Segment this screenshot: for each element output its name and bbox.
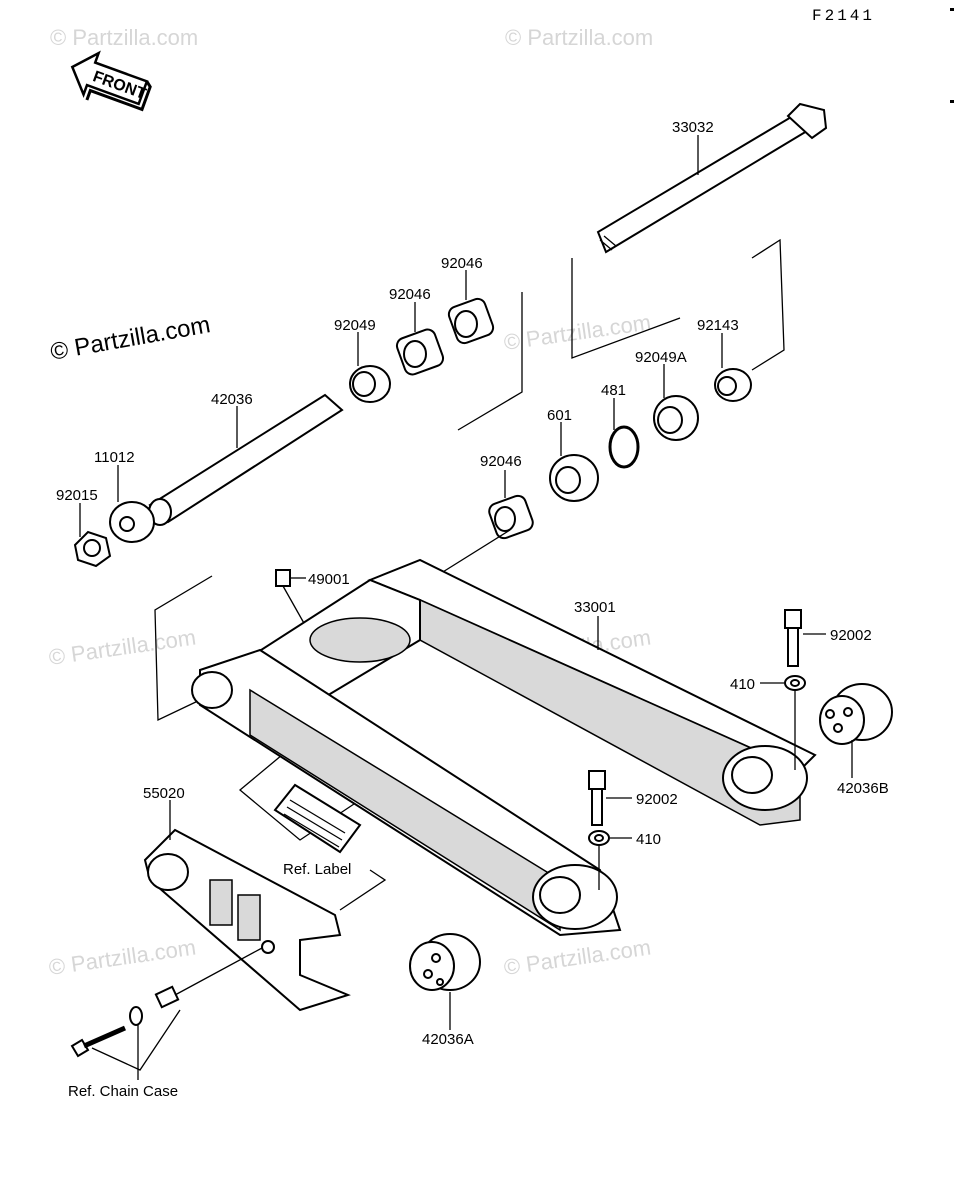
watermark: © Partzilla.com — [50, 25, 198, 50]
cap-42036A — [409, 933, 481, 991]
swing-arm-33001 — [191, 558, 817, 937]
bolt-92002-left — [588, 770, 606, 826]
washer-410-left — [588, 830, 610, 890]
grease-nipple-49001 — [275, 569, 306, 626]
label-42036: 42036 — [211, 391, 253, 408]
watermark: © Partzilla.com — [502, 310, 652, 355]
label-33032: 33032 — [672, 119, 714, 136]
bearing-92046-lower — [488, 494, 534, 540]
ref-label-plate — [273, 783, 362, 854]
assembly-guide-lines — [154, 238, 785, 911]
axle-shaft-33032 — [596, 102, 828, 254]
sleeve-42036 — [148, 393, 344, 526]
label-42036B: 42036B — [837, 780, 889, 797]
label-92046-c: 92046 — [480, 453, 522, 470]
label-410-b: 410 — [636, 831, 661, 848]
label-42036A: 42036A — [422, 1031, 474, 1048]
cap-42036B — [819, 683, 893, 745]
watermark: © Partzilla.com — [505, 25, 653, 50]
label-11012: 11012 — [94, 449, 135, 466]
chain-case-hardware — [70, 947, 263, 1080]
watermark: © Partzilla.com — [47, 935, 197, 980]
label-92046-a: 92046 — [441, 255, 483, 272]
leader-lines — [79, 135, 853, 1030]
watermark-main: © Partzilla.com — [48, 311, 212, 366]
label-92002-a: 92002 — [830, 627, 872, 644]
watermark: © Partzilla.com — [47, 625, 197, 670]
collar-92143 — [714, 368, 752, 402]
figure-id: F2141 — [812, 7, 875, 25]
watermark: © Partzilla.com — [502, 935, 652, 980]
snap-ring-481 — [608, 425, 640, 469]
part-labels: 33032 92046 92046 92049 92143 92049A 481… — [56, 119, 889, 1100]
bearing-601 — [549, 454, 599, 502]
label-92049A: 92049A — [635, 349, 687, 366]
corner-mark — [950, 100, 954, 103]
label-92143: 92143 — [697, 317, 739, 334]
label-ref-chain-case: Ref. Chain Case — [68, 1083, 178, 1100]
corner-mark — [950, 8, 954, 11]
seal-92049 — [349, 365, 391, 403]
collar-11012 — [109, 501, 155, 543]
front-arrow-icon: FRONT — [70, 50, 152, 112]
bearing-92046-mid — [395, 328, 445, 376]
bearing-92046-top — [447, 297, 495, 345]
label-92002-b: 92002 — [636, 791, 678, 808]
nut-92015 — [73, 530, 112, 568]
chain-guard-55020 — [143, 828, 351, 1012]
bolt-92002-right — [784, 609, 802, 667]
label-ref-label: Ref. Label — [283, 861, 351, 878]
label-55020: 55020 — [143, 785, 185, 802]
washer-410-right — [784, 675, 806, 770]
label-481: 481 — [601, 382, 626, 399]
label-410-a: 410 — [730, 676, 755, 693]
label-49001: 49001 — [308, 571, 350, 588]
label-92049: 92049 — [334, 317, 376, 334]
label-33001: 33001 — [574, 599, 616, 616]
label-92015: 92015 — [56, 487, 98, 504]
label-601: 601 — [547, 407, 572, 424]
label-92046-b: 92046 — [389, 286, 431, 303]
seal-92049A — [653, 395, 699, 441]
